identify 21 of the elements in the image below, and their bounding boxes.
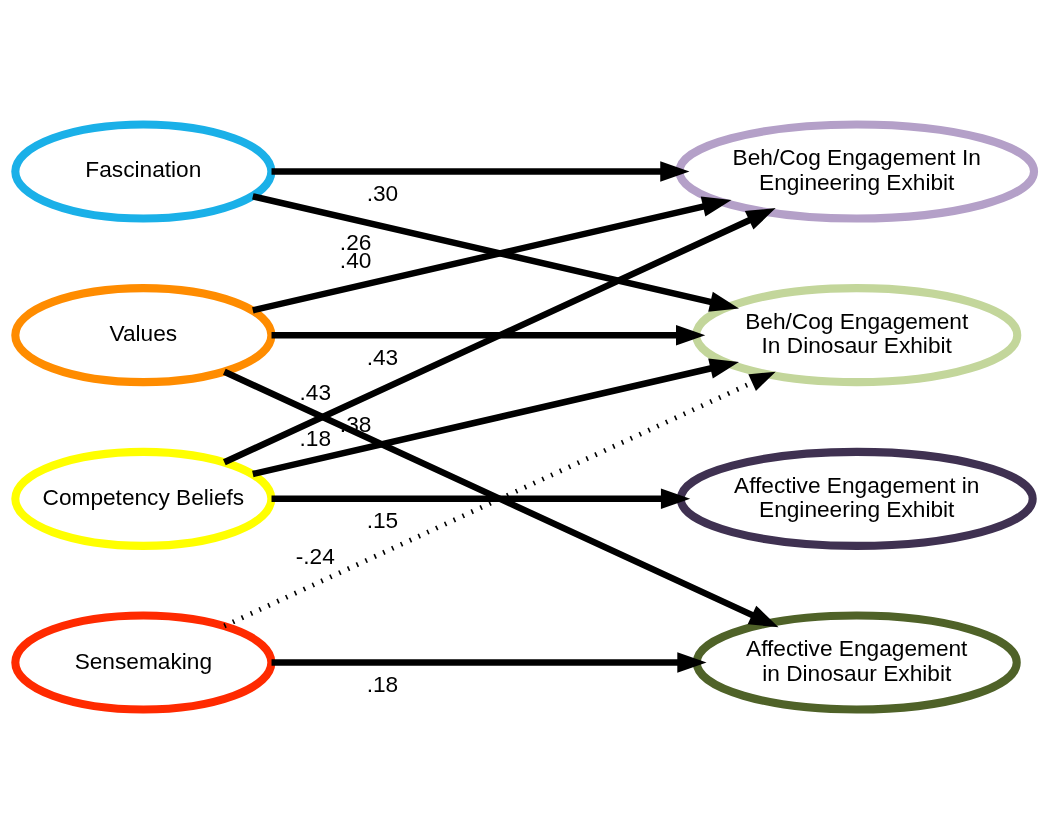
arrow xyxy=(271,324,706,345)
arrow xyxy=(252,358,739,477)
arrow xyxy=(223,207,776,465)
node-ellipse: Affective Engagement in Dinosaur Exhibit xyxy=(692,610,1021,714)
node-ellipse: Beh/Cog Engagement In Engineering Exhibit xyxy=(675,119,1039,223)
arrow xyxy=(271,651,707,673)
arrow xyxy=(271,488,691,509)
node-ellipse: Sensemaking xyxy=(11,610,276,714)
node-ellipse: Beh/Cog Engagement In Dinosaur Exhibit xyxy=(692,283,1022,386)
node-ellipse: Fascination xyxy=(11,119,276,223)
edge-label: .43 xyxy=(299,378,332,405)
edge-label: .43 xyxy=(366,343,399,370)
arrow xyxy=(271,160,690,182)
edge-label: .18 xyxy=(366,670,399,697)
edge-label: .15 xyxy=(366,506,399,533)
edge-label: .30 xyxy=(366,179,399,206)
node-ellipse: Competency Beliefs xyxy=(11,447,276,550)
node-ellipse: Values xyxy=(11,283,276,386)
node-ellipse: Affective Engagement in Engineering Exhibit xyxy=(676,447,1037,550)
edge-label: .18 xyxy=(299,424,332,451)
edge-label: -.24 xyxy=(295,542,335,569)
